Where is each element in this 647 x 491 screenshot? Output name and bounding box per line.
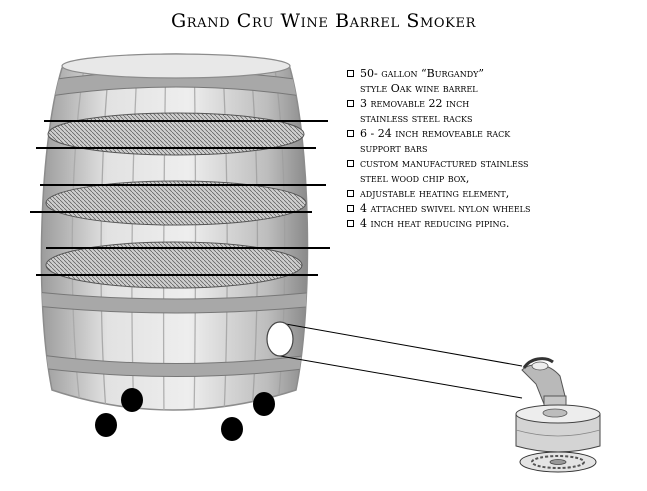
square-bullet-icon bbox=[347, 160, 354, 167]
wood-chip-box bbox=[515, 357, 601, 453]
feature-item: 50- gallon “Burgandy” style Oak wine barr… bbox=[345, 66, 645, 96]
pipe-opening bbox=[266, 321, 294, 357]
feature-item: adjustable heating element, bbox=[345, 186, 645, 201]
heating-element bbox=[519, 451, 597, 473]
feature-text-continued: steel wood chip box, bbox=[360, 172, 470, 185]
feature-item: 3 removable 22 inch stainless steel racks bbox=[345, 96, 645, 126]
feature-text: 50- gallon “Burgandy” bbox=[360, 67, 485, 80]
feature-text-continued: stainless steel racks bbox=[360, 112, 473, 125]
wheel-3 bbox=[95, 413, 117, 437]
rack-2 bbox=[45, 180, 307, 226]
barrel-top-rim bbox=[61, 53, 291, 79]
page-title: Grand Cru Wine Barrel Smoker bbox=[171, 10, 476, 32]
feature-text: 4 attached swivel nylon wheels bbox=[360, 202, 531, 215]
feature-text: 6 - 24 inch removeable rack bbox=[360, 127, 511, 140]
rack-support-bars bbox=[30, 120, 330, 276]
stainless-racks bbox=[45, 112, 307, 289]
square-bullet-icon bbox=[347, 70, 354, 77]
feature-text: adjustable heating element, bbox=[360, 187, 510, 200]
feature-list: 50- gallon “Burgandy” style Oak wine barr… bbox=[345, 66, 645, 231]
barrel-body bbox=[40, 53, 309, 411]
square-bullet-icon bbox=[347, 205, 354, 212]
square-bullet-icon bbox=[347, 100, 354, 107]
square-bullet-icon bbox=[347, 220, 354, 227]
wine-barrel bbox=[40, 53, 309, 411]
rack-3 bbox=[45, 241, 303, 289]
square-bullet-icon bbox=[347, 130, 354, 137]
square-bullet-icon bbox=[347, 190, 354, 197]
feature-item: 4 attached swivel nylon wheels bbox=[345, 201, 645, 216]
feature-text: 3 removable 22 inch bbox=[360, 97, 470, 110]
feature-text: custom manufactured stainless bbox=[360, 157, 529, 170]
feature-item: 4 inch heat reducing piping. bbox=[345, 216, 645, 231]
wheel-4 bbox=[221, 417, 243, 441]
feature-text: 4 inch heat reducing piping. bbox=[360, 217, 510, 230]
feature-text-continued: support bars bbox=[360, 142, 428, 155]
wheel-2 bbox=[253, 392, 275, 416]
heat-reducing-pipe bbox=[266, 321, 523, 399]
rack-1 bbox=[47, 112, 305, 156]
feature-text-continued: style Oak wine barrel bbox=[360, 82, 478, 95]
feature-item: custom manufactured stainless steel wood … bbox=[345, 156, 645, 186]
wheel-1 bbox=[121, 388, 143, 412]
feature-item: 6 - 24 inch removeable rack support bars bbox=[345, 126, 645, 156]
swivel-wheels bbox=[95, 388, 275, 441]
